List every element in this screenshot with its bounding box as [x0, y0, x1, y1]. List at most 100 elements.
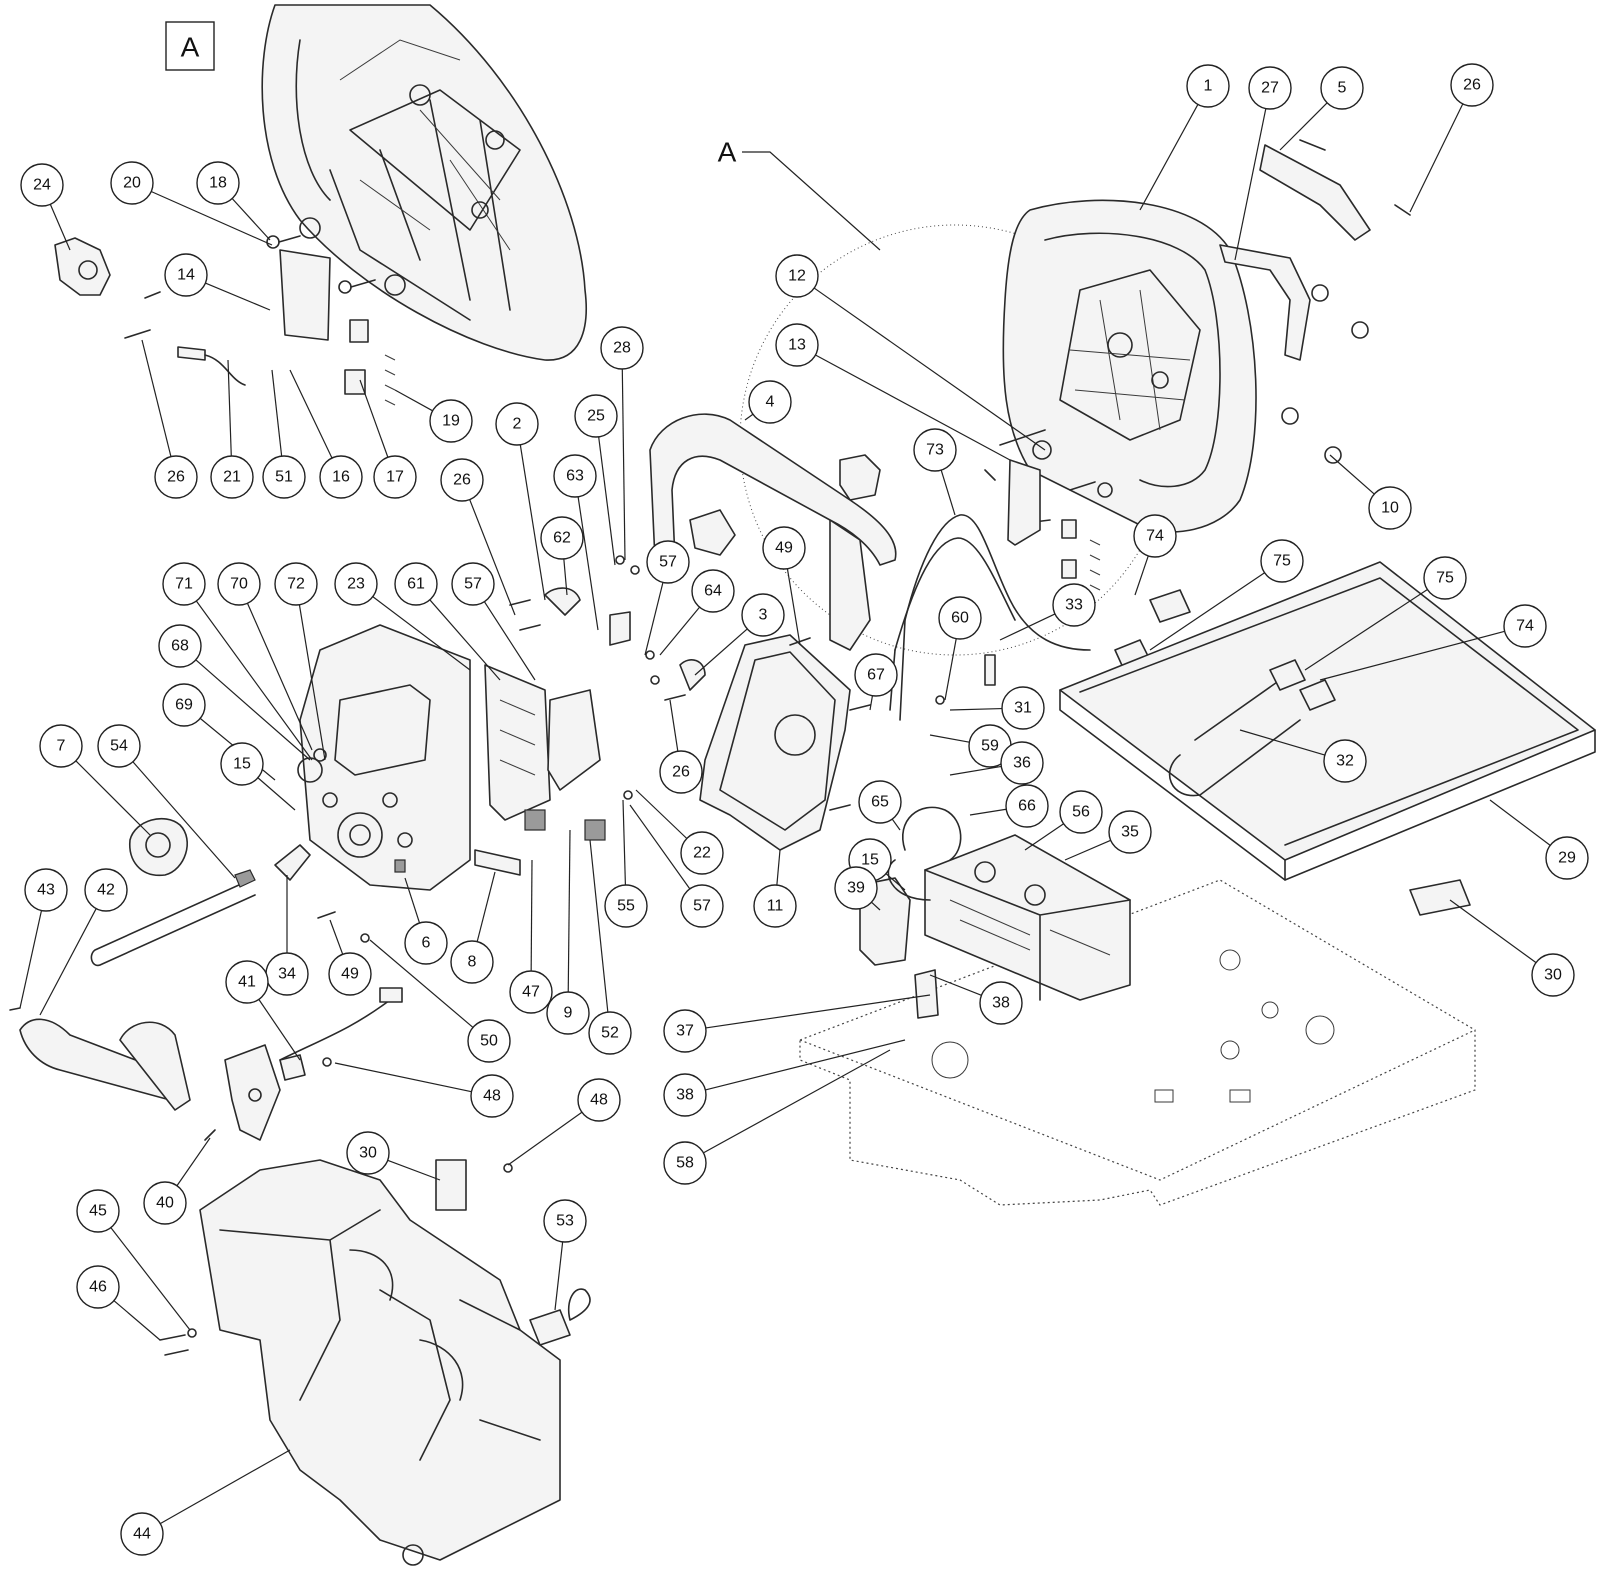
- callout-label: 7: [57, 738, 66, 755]
- callout-leader-line: [334, 1062, 472, 1093]
- callout-circle: [196, 161, 240, 205]
- callout-circle: [1260, 539, 1304, 583]
- detail-handle-cutaway: [261, 4, 587, 361]
- callout-circle: [97, 724, 141, 768]
- callout-leader-line: [404, 877, 421, 924]
- callout-label: 25: [587, 408, 605, 425]
- callout-leader-line: [132, 761, 236, 879]
- callout-label: 49: [775, 540, 793, 557]
- callout-label: 63: [566, 468, 584, 485]
- callout-circle: [748, 380, 792, 424]
- callout-label: 51: [275, 469, 293, 486]
- callout-circle: [553, 454, 597, 498]
- callout-label: 26: [453, 472, 471, 489]
- callout-label: 38: [676, 1087, 694, 1104]
- callout-label: 32: [1336, 753, 1354, 770]
- callout-leader-line: [694, 628, 748, 676]
- callout-circle: [76, 1265, 120, 1309]
- callout-circle: [143, 1181, 187, 1225]
- front-frame-and-cable: [649, 413, 1191, 721]
- callout-label: 23: [347, 576, 365, 593]
- callout-circle: [646, 540, 690, 584]
- callout-label: 69: [175, 697, 193, 714]
- callout-leader-line: [19, 910, 43, 1009]
- callout-leader-line: [227, 359, 232, 457]
- callout-circle: [225, 960, 269, 1004]
- callout-leader-line: [776, 849, 781, 886]
- main-handle-assembly: [739, 139, 1411, 656]
- callout-leader-line: [949, 707, 1003, 711]
- callout-label: 5: [1338, 80, 1347, 97]
- callout-label: 75: [1273, 553, 1291, 570]
- callout-circle: [854, 653, 898, 697]
- callout-label: 60: [951, 610, 969, 627]
- callout-leader-line: [429, 599, 501, 681]
- callout-leader-line: [1149, 572, 1265, 651]
- callout-leader-line: [476, 871, 496, 942]
- callout-label: 30: [359, 1145, 377, 1162]
- callout-label: 26: [1463, 77, 1481, 94]
- callout-circle: [334, 562, 378, 606]
- callout-leader-line: [1234, 108, 1267, 261]
- callout-leader-line: [195, 600, 313, 761]
- callout-label: 29: [1558, 850, 1576, 867]
- callout-circle: [663, 1141, 707, 1185]
- callout-circle: [753, 884, 797, 928]
- callout-label: 35: [1121, 824, 1139, 841]
- callout-label: 42: [97, 882, 115, 899]
- detail-box-label: A: [181, 32, 200, 63]
- callout-circle: [39, 724, 83, 768]
- callout-label: 36: [1013, 755, 1031, 772]
- callout-leader-line: [39, 908, 97, 1016]
- callout-leader-line: [1134, 555, 1149, 596]
- callout-label: 46: [89, 1279, 107, 1296]
- callout-leader-line: [469, 499, 516, 616]
- callout-label: 54: [110, 738, 128, 755]
- callout-circle: [913, 428, 957, 472]
- callout-circle: [663, 1009, 707, 1053]
- components-lower-left: [9, 817, 403, 1141]
- callout-leader-line: [1329, 454, 1375, 495]
- callout-leader-line: [598, 436, 616, 566]
- callout-circle: [1108, 810, 1152, 854]
- callout-label: 12: [788, 268, 806, 285]
- callout-circle: [76, 1189, 120, 1233]
- callout-circle: [509, 970, 553, 1014]
- callout-label: 1: [1204, 78, 1213, 95]
- callout-leader-line: [176, 1137, 211, 1187]
- callout-label: 52: [601, 1025, 619, 1042]
- callout-label: 20: [123, 175, 141, 192]
- callout-leader-line: [703, 1049, 891, 1154]
- callout-circle: [394, 562, 438, 606]
- callout-circle: [1320, 66, 1364, 110]
- callout-label: 15: [233, 756, 251, 773]
- callout-leader-line: [815, 354, 1011, 461]
- callout-circle: [467, 1019, 511, 1063]
- callout-label: 74: [1516, 618, 1534, 635]
- callout-label: 21: [223, 469, 241, 486]
- callout-label: 45: [89, 1203, 107, 1220]
- callout-leader-line: [999, 613, 1056, 641]
- callout-leader-line: [1409, 103, 1464, 213]
- callout-circle: [262, 455, 306, 499]
- callout-leader-line: [659, 606, 701, 656]
- callout-leader-line: [949, 765, 1002, 776]
- callout-label: 53: [556, 1213, 574, 1230]
- callout-label: 2: [513, 416, 522, 433]
- callout-leader-line: [969, 808, 1007, 816]
- callout-label: 34: [278, 966, 296, 983]
- callout-circle: [577, 1078, 621, 1122]
- callout-circle: [450, 940, 494, 984]
- callout-label: 72: [287, 576, 305, 593]
- components-top-left: [54, 217, 406, 406]
- callout-label: 47: [522, 984, 540, 1001]
- callout-circle: [1001, 686, 1045, 730]
- callout-leader-line: [246, 602, 313, 751]
- callout-leader-line: [530, 859, 533, 972]
- callout-label: 31: [1014, 700, 1032, 717]
- callout-leader-line: [387, 1159, 441, 1181]
- callout-label: 64: [704, 583, 722, 600]
- callout-leader-line: [869, 695, 874, 711]
- callout-leader-line: [885, 873, 906, 891]
